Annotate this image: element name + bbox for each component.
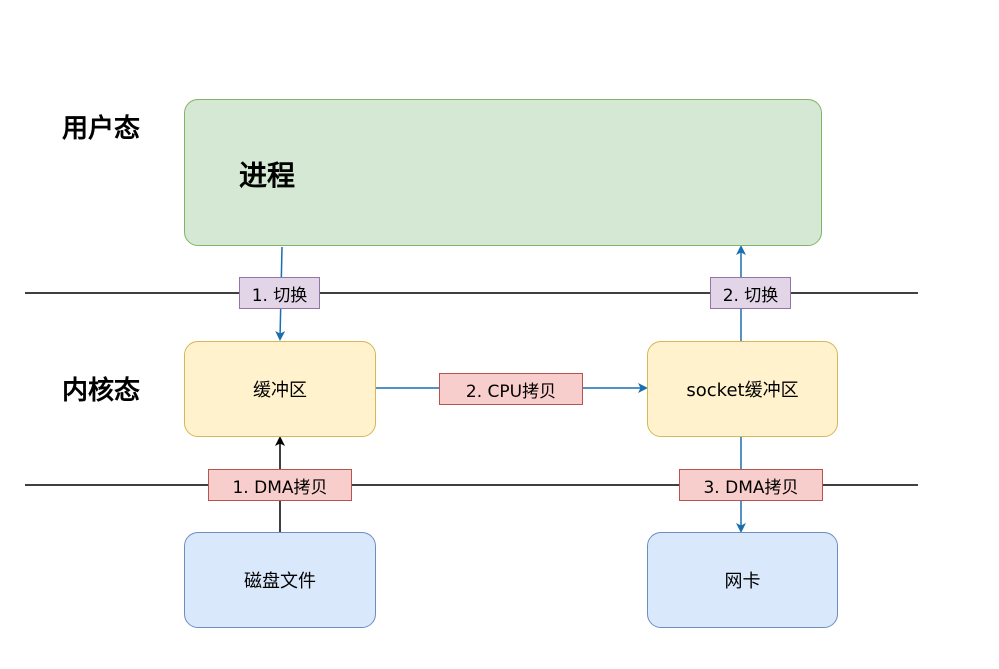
kernel-space-label: 内核态 (62, 376, 141, 406)
socket-buffer-label: socket缓冲区 (686, 380, 799, 401)
kernel-buffer-label: 缓冲区 (253, 380, 307, 401)
edge-label-dma-copy-out: 3. DMA拷贝 (679, 469, 823, 501)
disk-file-label: 磁盘文件 (244, 571, 316, 592)
edge-label-dma-copy-in: 1. DMA拷贝 (208, 469, 352, 501)
process-label: 进程 (239, 159, 296, 192)
nic-label: 网卡 (724, 571, 761, 592)
disk-file-node: 磁盘文件 (184, 532, 376, 628)
edge-label-switch-to-user: 2. 切换 (710, 277, 791, 309)
edge-label-switch-to-kernel: 1. 切换 (239, 277, 320, 309)
process-node: 进程 (184, 99, 822, 246)
user-space-label: 用户态 (62, 114, 141, 144)
socket-buffer-node: socket缓冲区 (647, 341, 838, 437)
nic-node: 网卡 (647, 532, 838, 628)
kernel-buffer-node: 缓冲区 (184, 341, 376, 437)
edge-label-cpu-copy: 2. CPU拷贝 (439, 373, 583, 405)
